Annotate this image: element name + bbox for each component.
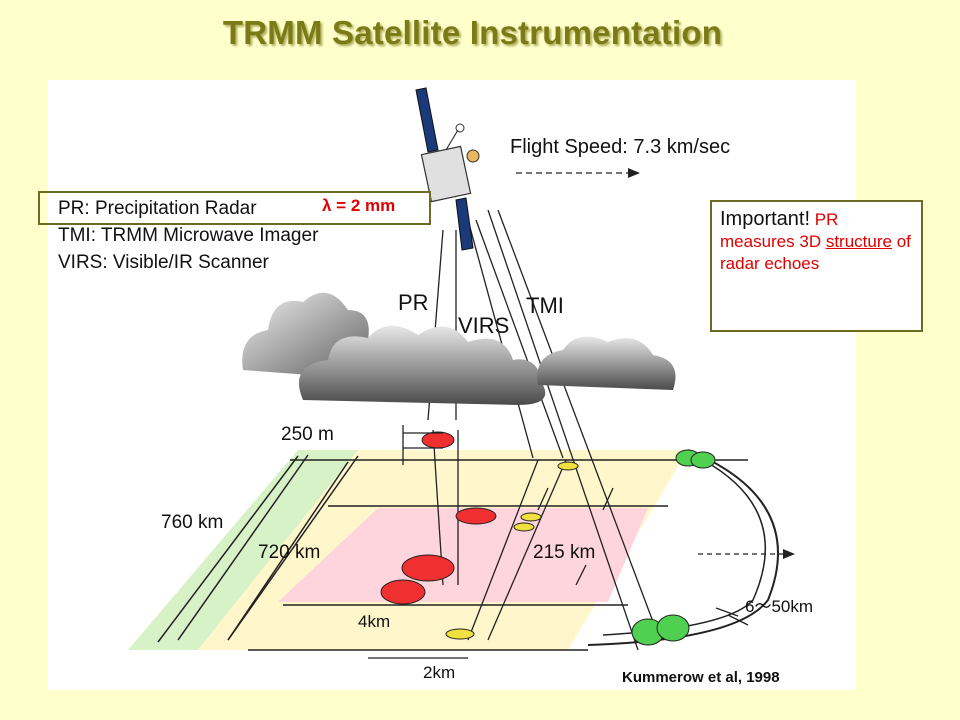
dim-label-4km: 4km [358, 612, 390, 631]
virs-footprints [445, 461, 579, 640]
dim-label-250m: 250 m [281, 424, 334, 445]
pr-highlight-box [38, 191, 431, 225]
virs-definition: VIRS: Visible/IR Scanner [58, 252, 270, 273]
dim-label-720km: 720 km [258, 542, 320, 563]
citation: Kummerow et al, 1998 [622, 669, 780, 686]
dim-label-6-50km: 6～50km [745, 597, 813, 616]
clouds [242, 292, 676, 405]
beam-label-virs: VIRS [458, 313, 509, 338]
pr-footprints [380, 431, 497, 605]
pr-wavelength: λ = 2 mm [322, 196, 396, 215]
callout-lead: Important! [720, 208, 811, 230]
trmm-diagram-svg: Flight Speed: 7.3 km/sec PR: Precipitati… [58, 87, 813, 682]
tmi-swath-outer [128, 450, 358, 650]
callout-text-1: PR measures 3D [720, 210, 839, 251]
dim-label-2km: 2km [423, 663, 455, 682]
important-callout: Important! PR measures 3D structure of r… [710, 200, 923, 332]
pr-definition: PR: Precipitation Radar [58, 198, 257, 219]
callout-text-2: of radar echoes [720, 232, 911, 273]
tmi-footprints [631, 449, 716, 646]
flight-speed-label: Flight Speed: 7.3 km/sec [510, 136, 730, 158]
beam-label-pr: PR [398, 290, 429, 315]
trmm-diagram: Flight Speed: 7.3 km/sec PR: Precipitati… [48, 80, 856, 690]
pr-swath [278, 508, 648, 602]
dim-label-215km: 215 km [533, 542, 595, 563]
callout-underlined: structure [825, 232, 892, 251]
slide-title: TRMM Satellite Instrumentation [222, 14, 723, 51]
tmi-definition: TMI: TRMM Microwave Imager [58, 225, 319, 246]
beam-label-tmi: TMI [526, 293, 564, 318]
dim-label-760km: 760 km [161, 512, 223, 533]
satellite-icon [415, 87, 480, 251]
